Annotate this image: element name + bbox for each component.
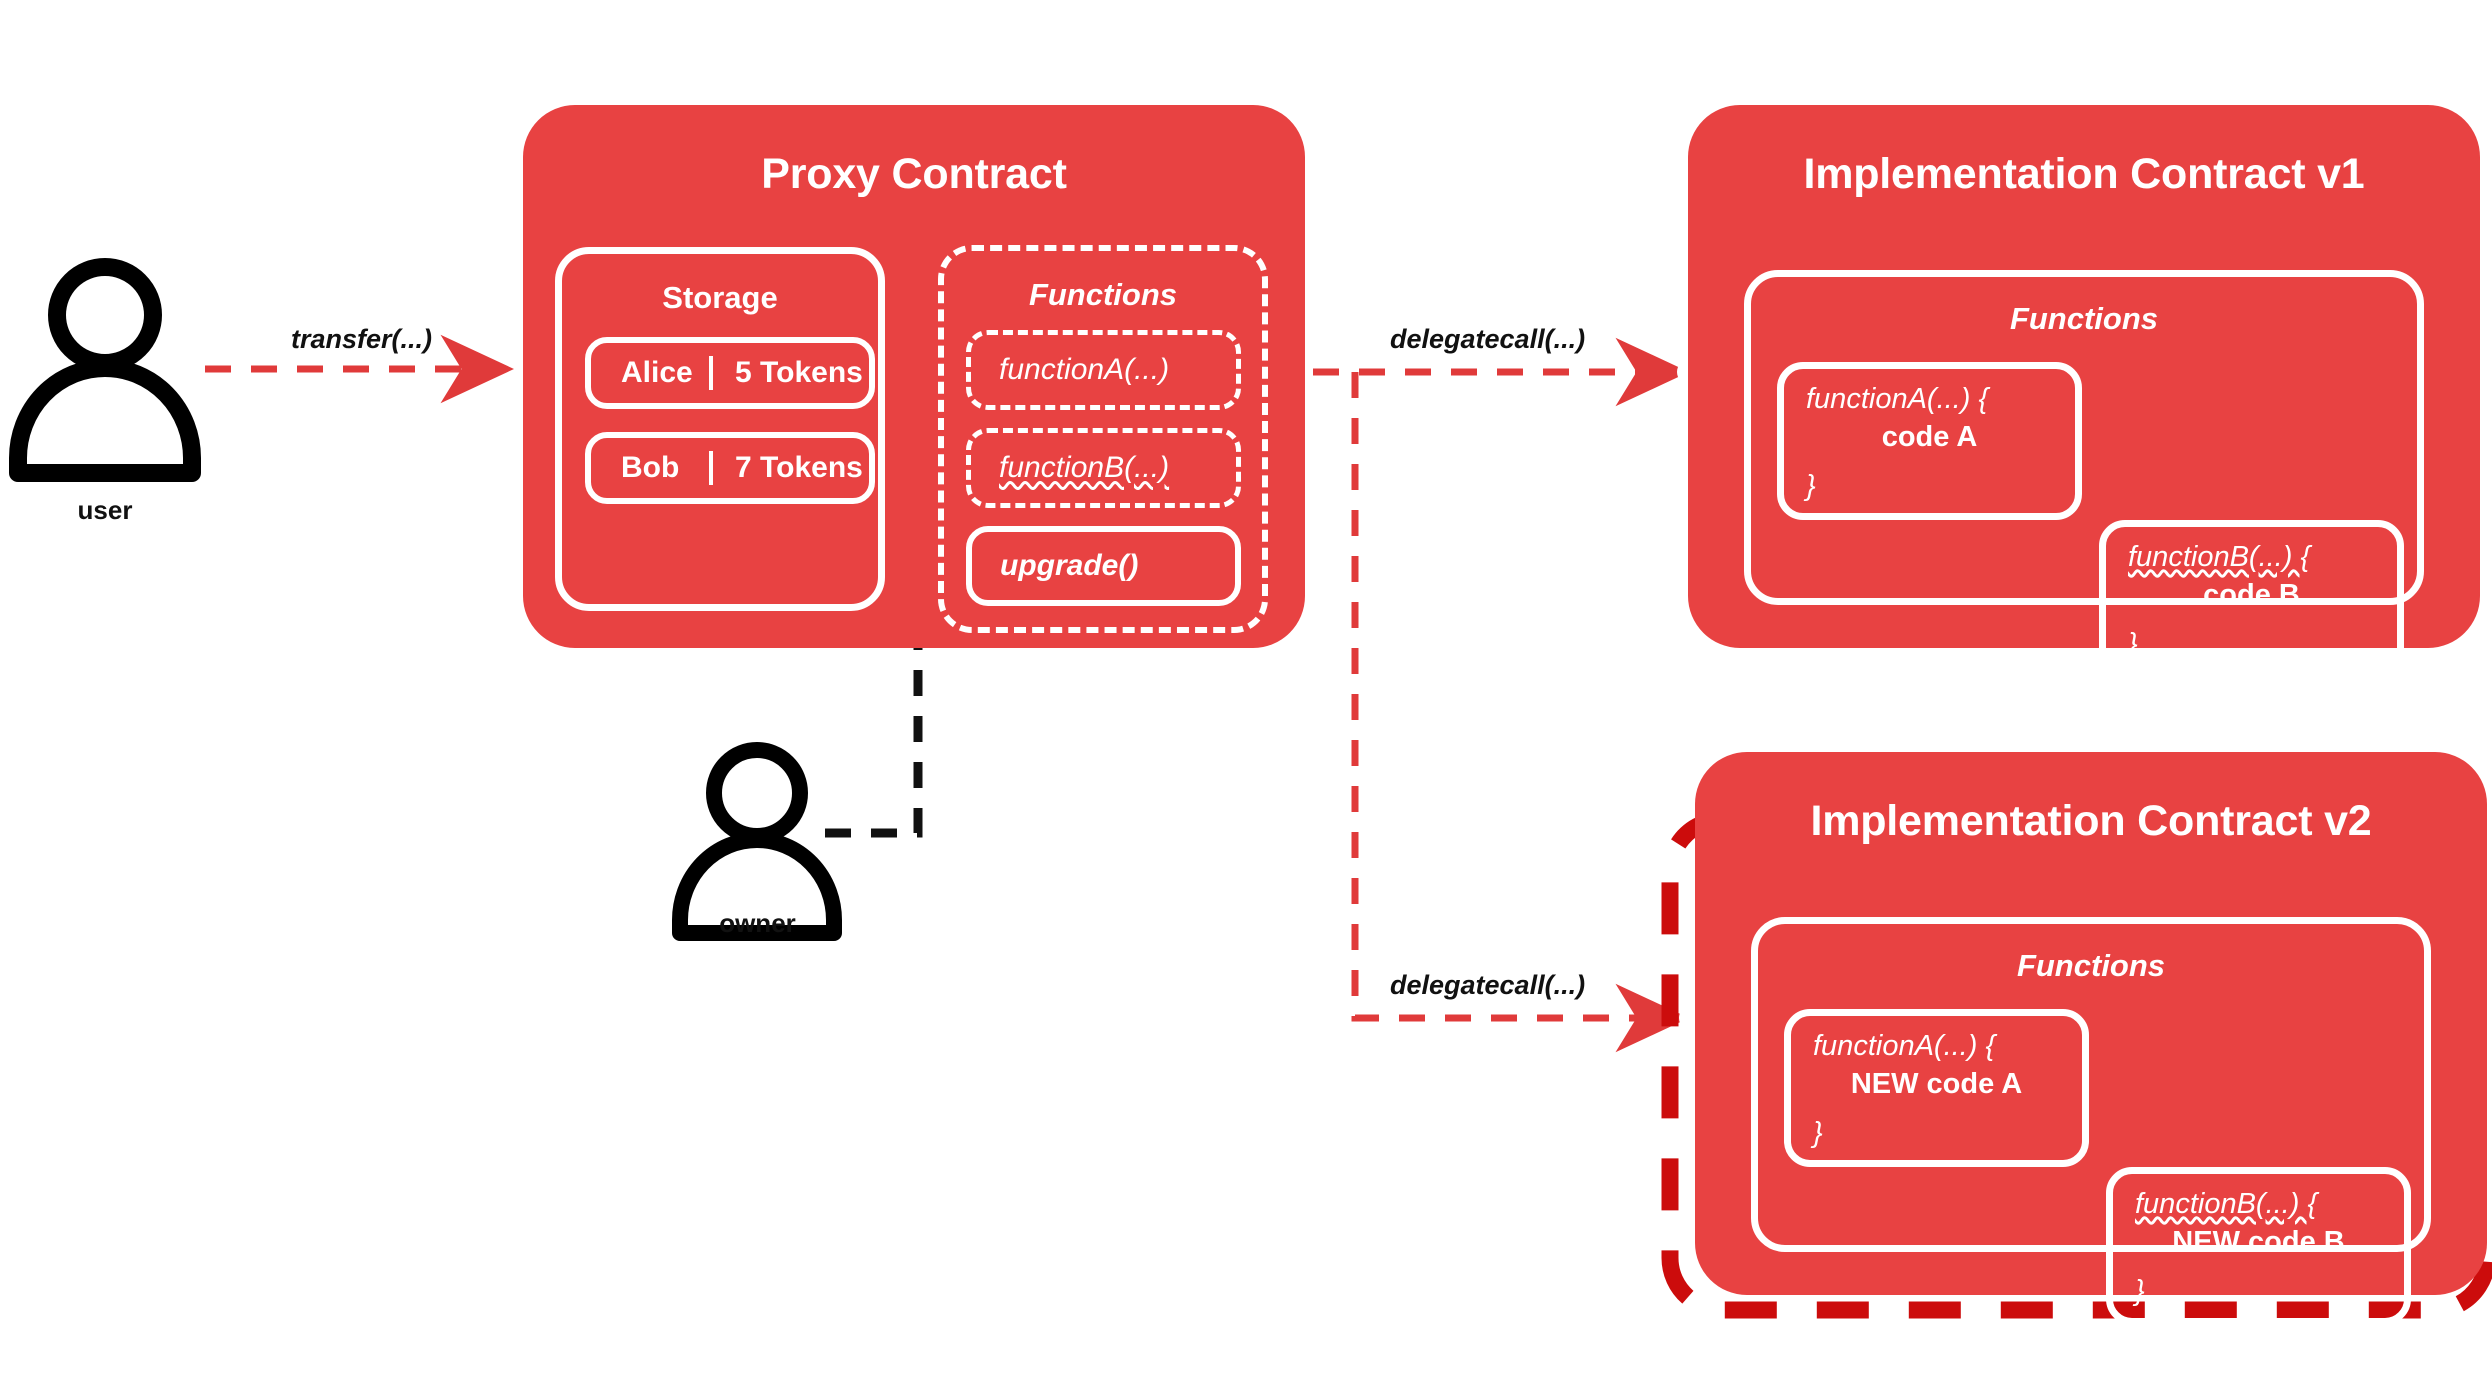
edge-delegatecall-v2	[1351, 372, 1689, 1053]
owner-icon	[672, 742, 842, 941]
edge-label-delegatecall-v2: delegatecall(...)	[1390, 970, 1586, 1000]
impl-v2-functionb-close: }	[2135, 1275, 2145, 1307]
storage-row-value: 7 Tokens	[735, 451, 863, 484]
impl-v2-functionb-signature: functionB(...) {	[2135, 1188, 2318, 1220]
impl-v2-functiona-signature: functionA(...) {	[1813, 1030, 1996, 1062]
impl-v2-functiona-close: }	[1813, 1117, 1823, 1149]
storage-row-value: 5 Tokens	[735, 356, 863, 389]
storage-row-divider	[709, 356, 713, 390]
proxy-contract-card[interactable]: Proxy Contract Storage Alice 5 Tokens Bo…	[523, 105, 1305, 648]
impl-v2-title: Implementation Contract v2	[1810, 797, 2372, 845]
impl-v2-functionb-box[interactable]: functionB(...) { NEW code B }	[2106, 1167, 2411, 1325]
impl-v2-functions-title: Functions	[2016, 948, 2166, 983]
impl-v2-functiona-box[interactable]: functionA(...) { NEW code A }	[1784, 1009, 2089, 1167]
impl-v2-functions-panel[interactable]: Functions functionA(...) { NEW code A } …	[1751, 917, 2431, 1325]
impl-v1-functiona-box[interactable]: functionA(...) { code A }	[1777, 362, 2082, 520]
storage-row-name: Alice	[621, 356, 693, 389]
impl-v1-functions-panel[interactable]: Functions functionA(...) { code A } func…	[1744, 270, 2424, 678]
impl-v1-functionb-signature: functionB(...) {	[2128, 541, 2311, 573]
storage-row-name: Bob	[621, 451, 680, 484]
user-icon	[9, 258, 201, 482]
storage-row[interactable]: Bob 7 Tokens	[585, 432, 875, 504]
impl-v1-functiona-close: }	[1806, 470, 1816, 502]
impl-v1-title: Implementation Contract v1	[1803, 150, 2365, 198]
proxy-function-label: functionA(...)	[999, 353, 1170, 386]
proxy-function-label: upgrade()	[1000, 549, 1139, 582]
edge-label-delegatecall-v1: delegatecall(...)	[1390, 324, 1586, 354]
edge-label-transfer: transfer(...)	[291, 324, 433, 354]
storage-row[interactable]: Alice 5 Tokens	[585, 337, 875, 409]
proxy-storage-panel[interactable]: Storage Alice 5 Tokens Bob 7 Tokens	[555, 247, 885, 611]
impl-v1-functions-title: Functions	[2009, 301, 2159, 336]
impl-v2-functiona-body: NEW code A	[1850, 1068, 2023, 1100]
impl-v1-functiona-body: code A	[1881, 421, 1978, 453]
impl-v1-functionb-body: code B	[2203, 579, 2300, 611]
proxy-functions-title: Functions	[1028, 277, 1178, 312]
proxy-function-upgrade[interactable]: upgrade()	[966, 526, 1241, 606]
proxy-function-functiona[interactable]: functionA(...)	[966, 330, 1241, 410]
impl-v1-functionb-close: }	[2128, 628, 2138, 660]
impl-v2-functionb-body: NEW code B	[2172, 1226, 2345, 1258]
impl-v1-card[interactable]: Implementation Contract v1 Functions fun…	[1688, 105, 2480, 678]
impl-v1-functionb-box[interactable]: functionB(...) { code B }	[2099, 520, 2404, 678]
proxy-contract-title: Proxy Contract	[761, 150, 1067, 198]
impl-v1-functiona-signature: functionA(...) {	[1806, 383, 1989, 415]
proxy-functions-panel[interactable]: Functions functionA(...) functionB(...) …	[938, 245, 1268, 633]
proxy-storage-title: Storage	[662, 280, 778, 315]
impl-v2-card[interactable]: Implementation Contract v2 Functions fun…	[1695, 752, 2487, 1325]
proxy-function-functionb[interactable]: functionB(...)	[966, 428, 1241, 508]
storage-row-divider	[709, 451, 713, 485]
user-label: user	[77, 495, 133, 525]
owner-label: owner	[719, 908, 796, 938]
proxy-function-label: functionB(...)	[999, 451, 1170, 484]
